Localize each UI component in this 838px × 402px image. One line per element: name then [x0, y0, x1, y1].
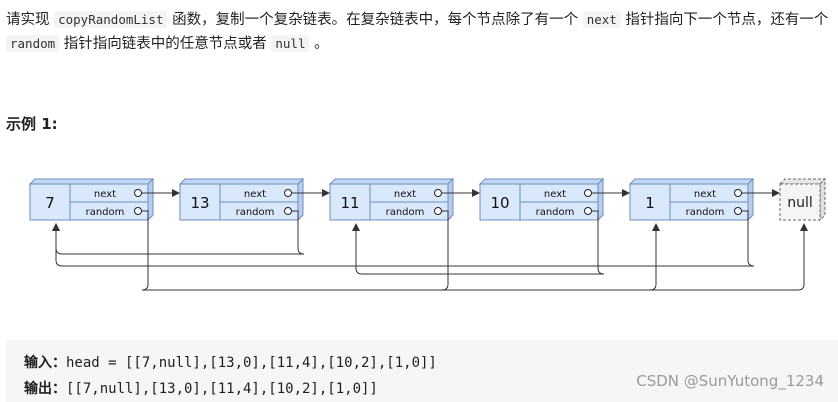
desc-text: 指针指向链表中的任意节点或者 — [59, 36, 272, 52]
random-arrow — [352, 210, 605, 275]
random-arrow — [441, 210, 660, 291]
node-top-face — [328, 178, 455, 185]
io-code-block: 输入：head = [[7,null],[13,0],[11,4],[10,2]… — [6, 340, 838, 402]
next-label: next — [94, 189, 116, 200]
output-value: [[7,null],[13,0],[11,4],[10,2],[1,0]] — [66, 381, 378, 397]
null-side-face — [819, 177, 826, 222]
node-top-face — [478, 178, 605, 185]
random-label: random — [386, 207, 425, 218]
node-side-face — [747, 177, 754, 222]
input-label: 输入： — [24, 355, 66, 371]
next-label: next — [544, 189, 566, 200]
random-label: random — [236, 207, 275, 218]
watermark: CSDN @SunYutong_1234 — [636, 372, 824, 390]
next-pointer-dot — [134, 189, 142, 197]
next-label: next — [394, 189, 416, 200]
node-value: 10 — [490, 194, 509, 212]
node-side-face — [597, 177, 604, 222]
node-top-face — [628, 178, 755, 185]
random-arrow — [52, 210, 755, 267]
list-node: 11 next random — [328, 177, 455, 222]
list-node: 10 next random — [478, 177, 605, 222]
node-value-cell — [479, 183, 521, 221]
node-value-cell — [329, 183, 371, 221]
output-line: 输出：[[7,null],[13,0],[11,4],[10,2],[1,0]] — [24, 378, 378, 398]
node-side-face — [447, 177, 454, 222]
linked-list-diagram: 7 next random 13 next random 11 next random 10 nex… — [28, 177, 827, 291]
null-box — [779, 183, 821, 221]
desc-text: 。 — [309, 36, 329, 52]
desc-text: 指针指向下一个节点，还有一个 — [620, 12, 829, 28]
null-top-face — [778, 178, 827, 185]
problem-description: 请实现 copyRandomList 函数，复制一个复杂链表。在复杂链表中，每个… — [6, 8, 832, 56]
list-node: 7 next random — [28, 177, 155, 222]
next-pointer-dot — [734, 189, 742, 197]
desc-text: 函数，复制一个复杂链表。在复杂链表中，每个节点除了有一个 — [167, 12, 583, 28]
random-arrow — [141, 210, 808, 291]
node-top-face — [28, 178, 155, 185]
random-pointer-dot — [434, 207, 442, 215]
random-label: random — [536, 207, 575, 218]
random-pointer-dot — [284, 207, 292, 215]
node-side-face — [297, 177, 304, 222]
list-node: 13 next random — [178, 177, 305, 222]
random-pointer-dot — [734, 207, 742, 215]
input-value: head = [[7,null],[13,0],[11,4],[10,2],[1… — [66, 355, 437, 371]
output-label: 输出： — [24, 381, 66, 397]
input-line: 输入：head = [[7,null],[13,0],[11,4],[10,2]… — [24, 352, 437, 372]
node-value-cell — [29, 183, 71, 221]
random-pointer-dot — [134, 207, 142, 215]
next-pointer-dot — [584, 189, 592, 197]
code-next: next — [582, 11, 621, 28]
list-node: 1 next random — [628, 177, 755, 222]
next-pointer-dot — [434, 189, 442, 197]
code-null: null — [271, 35, 310, 52]
random-pointer-dot — [584, 207, 592, 215]
random-label: random — [86, 207, 125, 218]
next-label: next — [244, 189, 266, 200]
desc-text: 请实现 — [6, 12, 55, 28]
code-copyRandomList: copyRandomList — [54, 11, 168, 28]
node-top-face — [178, 178, 305, 185]
node-value: 1 — [645, 194, 655, 212]
code-random: random — [6, 35, 60, 52]
next-label: next — [694, 189, 716, 200]
next-pointer-dot — [284, 189, 292, 197]
example-heading: 示例 1: — [6, 115, 58, 133]
null-label: null — [787, 195, 813, 211]
null-node: null — [778, 177, 827, 222]
random-label: random — [686, 207, 725, 218]
node-value: 7 — [45, 194, 55, 212]
node-side-face — [147, 177, 154, 222]
node-value: 13 — [190, 194, 209, 212]
node-value: 11 — [340, 194, 359, 212]
